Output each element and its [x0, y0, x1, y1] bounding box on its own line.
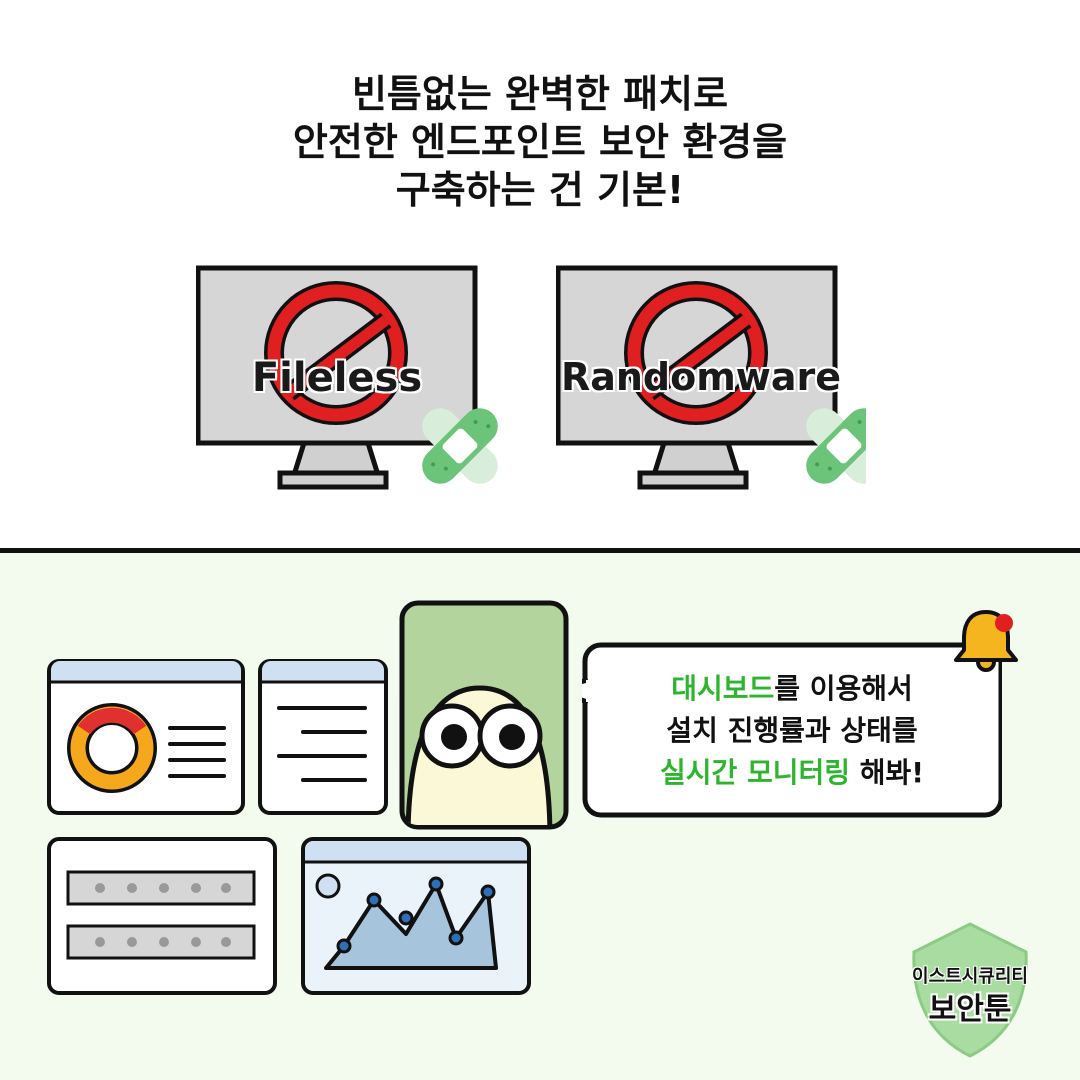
top-panel — [0, 0, 1080, 550]
speech-bubble: 대시보드를 이용해서 설치 진행률과 상태를 실시간 모니터링 해봐! — [582, 642, 1002, 818]
headline-line-3: 구축하는 건 기본! — [395, 168, 685, 212]
character-icon — [405, 685, 553, 825]
monitor-illustration — [556, 265, 866, 490]
speech-highlight: 실시간 모니터링 — [659, 756, 851, 789]
brand-logo: 이스트시큐리티 보안툰 — [900, 920, 1040, 1060]
prohibited-icon — [624, 281, 768, 425]
bandage-icon — [422, 408, 498, 484]
monitor-randomware: Randomware — [556, 265, 866, 515]
panel-divider — [0, 548, 1080, 554]
monitor-illustration — [196, 265, 498, 490]
bell-icon — [954, 610, 1018, 672]
donut-chart-widget — [47, 659, 245, 815]
speech-line-1: 를 이용해서 — [774, 672, 913, 705]
monitor-fileless: Fileless — [196, 265, 506, 515]
character-frame — [399, 600, 569, 830]
brand-name: 이스트시큐리티 — [912, 966, 1028, 987]
brand-title: 보안툰 — [928, 992, 1012, 1027]
monitor-label: Fileless — [251, 355, 423, 401]
prohibited-icon — [264, 281, 408, 425]
speech-bubble-shape — [582, 642, 1002, 818]
speech-line-3: 해봐! — [850, 756, 925, 789]
area-chart-widget — [301, 837, 531, 995]
speech-text: 대시보드를 이용해서 설치 진행률과 상태를 실시간 모니터링 해봐! — [602, 668, 982, 794]
bandage-icon — [806, 408, 866, 484]
text-list-widget — [258, 659, 388, 815]
shield-icon — [912, 922, 1028, 1058]
progress-rows-widget — [47, 837, 277, 995]
headline-line-2: 안전한 엔드포인트 보안 환경을 — [292, 120, 788, 164]
speech-highlight: 대시보드 — [671, 672, 775, 705]
headline-line-1: 빈틈없는 완벽한 패치로 — [351, 72, 729, 116]
speech-line-2: 설치 진행률과 상태를 — [666, 714, 918, 747]
headline: 빈틈없는 완벽한 패치로 안전한 엔드포인트 보안 환경을 구축하는 건 기본! — [140, 70, 940, 214]
monitor-label: Randomware — [560, 355, 842, 399]
